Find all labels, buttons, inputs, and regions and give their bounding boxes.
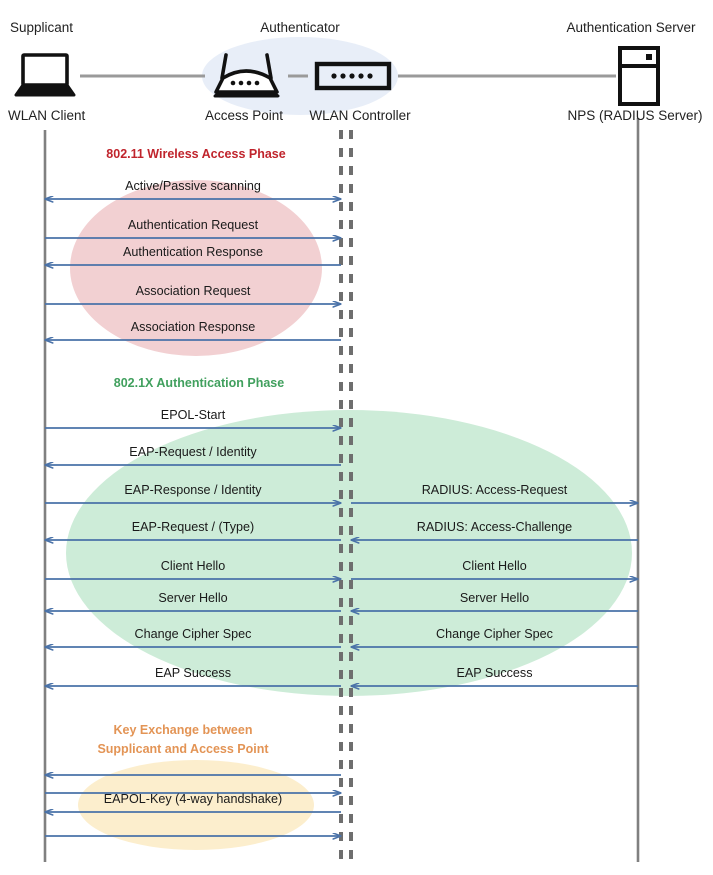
network-switch-icon [314,61,392,91]
role-sublabel-wlan-controller: WLAN Controller [309,108,411,123]
message-label: EAP Success [154,666,232,680]
message-label: Client Hello [462,559,527,573]
message-label: RADIUS: Access-Challenge [416,520,573,534]
phase-title-key-exchange: Key Exchange between Supplicant and Acce… [97,721,268,759]
wireless-phase-ellipse [70,180,322,356]
message-label: Client Hello [160,559,226,573]
wireless-router-icon [213,53,280,98]
message-label: EPOL-Start [160,408,226,422]
message-label: Authentication Request [127,218,259,232]
role-title-authenticator: Authenticator [260,20,340,35]
message-label: Change Cipher Spec [436,627,553,641]
phase-title-key-exchange-line1: Key Exchange between [113,723,253,737]
message-label: RADIUS: Access-Request [421,483,568,497]
message-label: EAPOL-Key (4-way handshake) [103,792,283,806]
role-sublabel-nps-radius-server: NPS (RADIUS Server) [567,108,703,123]
message-label: Change Cipher Spec [134,627,252,641]
laptop-icon [14,53,76,97]
role-sublabel-access-point: Access Point [204,108,284,123]
server-rack-icon [618,46,660,106]
message-label: Authentication Response [122,245,264,259]
message-label: Active/Passive scanning [125,179,261,193]
message-label: Association Request [135,284,251,298]
message-label: EAP-Request / Identity [129,445,257,459]
message-label: Server Hello [158,591,228,605]
phase-title-key-exchange-line2: Supplicant and Access Point [97,742,269,756]
message-label: EAP Success [456,666,533,680]
phase-title-wireless-access: 802.11 Wireless Access Phase [106,147,286,161]
role-sublabel-wlan-client: WLAN Client [8,108,86,123]
message-label: EAP-Request / (Type) [131,520,255,534]
message-label: Association Response [130,320,256,334]
phase-title-dot1x-authentication: 802.1X Authentication Phase [113,376,285,390]
message-arrows-left [45,199,341,836]
message-arrows-right [351,503,638,686]
message-label: EAP-Response / Identity [124,483,262,497]
message-label: Server Hello [459,591,530,605]
role-title-authentication-server: Authentication Server [566,20,696,35]
key-exchange-phase-ellipse [78,760,314,850]
role-title-supplicant: Supplicant [10,20,74,35]
